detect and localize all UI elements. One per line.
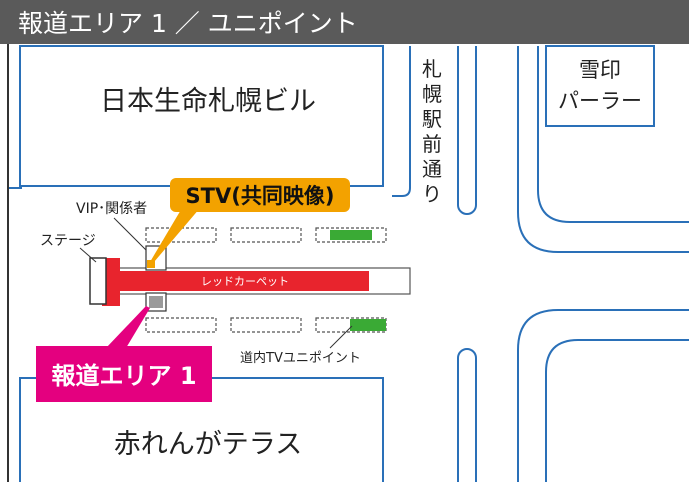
street-char: 通: [422, 157, 442, 181]
street-char: 駅: [422, 107, 442, 131]
uni-point-leader: [329, 325, 353, 349]
street-char: 前: [422, 132, 442, 156]
stv-callout-label: STV(共同映像): [186, 184, 335, 208]
street-char: り: [422, 182, 442, 206]
press-callout: [36, 346, 212, 402]
header-bar: [0, 0, 689, 44]
road-line: [457, 348, 477, 482]
building-akarenga-label: 赤れんがテラス: [114, 429, 302, 460]
road-line: [537, 46, 689, 223]
stv-callout: [170, 178, 350, 212]
red-carpet: [104, 271, 369, 291]
road-line: [517, 46, 689, 253]
stage-leader: [79, 247, 97, 263]
press-marker-icon: [149, 296, 163, 308]
press-callout-label: 報道エリア 1: [51, 362, 196, 390]
booth: [315, 227, 387, 243]
building-yukijirushi-label-2: パーラー: [558, 89, 642, 113]
camera-marker-icon: [147, 260, 155, 268]
building-yukijirushi: [545, 45, 655, 127]
stv-callout-pointer: [150, 208, 200, 262]
press-callout-pointer: [106, 306, 150, 348]
uni-point-marker-icon: [350, 319, 386, 331]
vip-leader: [113, 217, 147, 251]
stage-label: ステージ: [40, 233, 96, 249]
road-line: [392, 46, 411, 197]
red-carpet-label: レッドカーペット: [201, 275, 289, 288]
road-line: [457, 46, 477, 215]
vip-label: VIP･関係者: [76, 201, 147, 217]
booth: [230, 227, 302, 243]
booth: [230, 317, 302, 333]
road-line: [545, 339, 689, 482]
building-nihon-seimei-label: 日本生命札幌ビル: [100, 86, 316, 117]
building-yukijirushi-label-1: 雪印: [579, 58, 621, 82]
street-char: 幌: [422, 82, 442, 106]
road-line: [517, 309, 689, 482]
stage-icon: [89, 257, 107, 305]
street-char: 札: [422, 57, 442, 81]
uni-point-label: 道内TVユニポイント: [240, 350, 361, 366]
booth: [145, 317, 217, 333]
uni-point-marker-icon: [330, 230, 372, 240]
header-title: 報道エリア 1 ／ ユニポイント: [18, 9, 358, 38]
road-outlines: [8, 46, 689, 482]
